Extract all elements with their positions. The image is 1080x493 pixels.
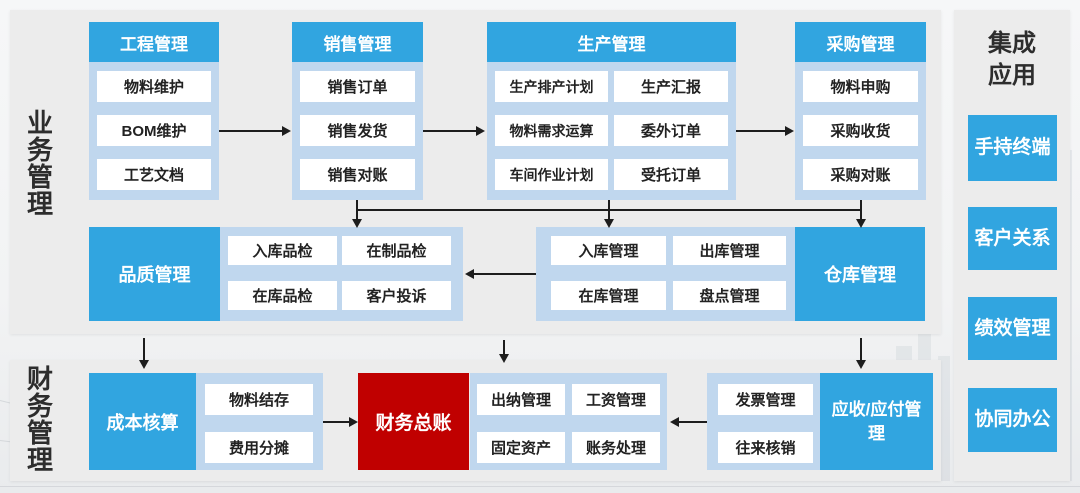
integration-item-performance: 绩效管理	[968, 297, 1057, 360]
integration-item-handheld: 手持终端	[968, 115, 1057, 181]
module-item: 销售对账	[300, 159, 415, 190]
module-item: 销售订单	[300, 71, 415, 102]
module-item: 委外订单	[614, 115, 728, 146]
module-item: 物料需求运算	[495, 115, 608, 146]
module-item: 在库管理	[551, 281, 666, 310]
arrow-sales-to-production	[423, 130, 477, 132]
finance-management-label: 财务管理	[26, 364, 53, 475]
arrowhead	[139, 360, 149, 372]
module-item: 入库品检	[228, 236, 337, 265]
module-item: 在库品检	[228, 281, 337, 310]
background-skyline-shape	[938, 356, 950, 481]
module-item: 受托订单	[614, 159, 728, 190]
arrow-bus-to-quality	[356, 211, 358, 220]
module-item: 物料维护	[97, 71, 211, 102]
module-item: 出库管理	[673, 236, 786, 265]
arrow-cost-to-ledger	[323, 421, 350, 423]
arrowhead	[856, 219, 866, 231]
arrow-receivable-to-cashier	[676, 421, 707, 423]
business-management-label: 业务管理	[26, 108, 53, 219]
arrow-quality-to-cost	[143, 338, 145, 361]
module-item: 盘点管理	[673, 281, 786, 310]
receivable-payable-title: 应收/应付管理	[820, 373, 933, 470]
module-item: 入库管理	[551, 236, 666, 265]
module-item: 发票管理	[718, 384, 813, 415]
bus-stem-sales	[356, 200, 358, 211]
cashier-accounting-group: 出纳管理 工资管理 固定资产 账务处理	[470, 373, 667, 470]
integration-item-crm: 客户关系	[968, 207, 1057, 270]
production-management-header: 生产管理	[487, 22, 736, 62]
module-item: 工艺文档	[97, 159, 211, 190]
integration-item-oa: 协同办公	[968, 388, 1057, 452]
module-item: 采购对账	[803, 159, 918, 190]
module-item: 销售发货	[300, 115, 415, 146]
module-item: 客户投诉	[342, 281, 451, 310]
bus-horizontal-line	[356, 209, 862, 211]
arrowhead	[856, 360, 866, 372]
warehouse-management-title: 仓库管理	[795, 227, 925, 321]
module-item: 物料申购	[803, 71, 918, 102]
procurement-management-header: 采购管理	[795, 22, 926, 62]
arrow-bus-to-warehouse	[608, 211, 610, 220]
quality-management-group: 品质管理 入库品检 在制品检 在库品检 客户投诉	[89, 227, 463, 321]
engineering-management-header: 工程管理	[89, 22, 219, 62]
module-item: 在制品检	[342, 236, 451, 265]
arrowhead	[282, 126, 294, 136]
module-item: 车间作业计划	[495, 159, 608, 190]
bus-stem-production	[608, 200, 610, 211]
arrowhead	[349, 417, 361, 427]
arrowhead	[476, 126, 488, 136]
module-item: 往来核销	[718, 432, 813, 463]
module-item: 生产排产计划	[495, 71, 608, 102]
procurement-management-group: 采购管理 物料申购 采购收货 采购对账	[795, 22, 926, 200]
module-item: 账务处理	[572, 432, 660, 463]
arrow-engineering-to-sales	[219, 130, 283, 132]
arrowhead	[462, 269, 474, 279]
arrow-warehouse-to-quality	[471, 273, 536, 275]
module-item: 物料结存	[205, 384, 313, 415]
arrowhead	[499, 354, 509, 366]
cost-accounting-title: 成本核算	[89, 373, 196, 470]
arrow-middle-to-cashier	[503, 340, 505, 355]
receivable-payable-group: 发票管理 往来核销 应收/应付管理	[707, 373, 933, 470]
module-item: 出纳管理	[477, 384, 565, 415]
bus-stem-procurement	[860, 200, 862, 211]
arrow-production-to-procurement	[736, 130, 786, 132]
engineering-management-group: 工程管理 物料维护 BOM维护 工艺文档	[89, 22, 219, 200]
arrowhead	[667, 417, 679, 427]
sales-management-group: 销售管理 销售订单 销售发货 销售对账	[292, 22, 423, 200]
cost-accounting-group: 成本核算 物料结存 费用分摊	[89, 373, 323, 470]
module-item: 工资管理	[572, 384, 660, 415]
sales-management-header: 销售管理	[292, 22, 423, 62]
arrowhead	[785, 126, 797, 136]
arrow-bus-to-warehouse-title	[860, 211, 862, 220]
module-item: 费用分摊	[205, 432, 313, 463]
arrow-warehouse-to-receivable	[860, 338, 862, 361]
general-ledger-box: 财务总账	[358, 373, 469, 470]
arrowhead	[604, 219, 614, 231]
module-item: 固定资产	[477, 432, 565, 463]
module-item: 生产汇报	[614, 71, 728, 102]
module-item: BOM维护	[97, 115, 211, 146]
module-item: 采购收货	[803, 115, 918, 146]
arrowhead	[352, 219, 362, 231]
quality-management-title: 品质管理	[89, 227, 220, 321]
integration-title: 集成应用	[988, 30, 1036, 89]
warehouse-management-group: 入库管理 出库管理 在库管理 盘点管理 仓库管理	[536, 227, 925, 321]
production-management-group: 生产管理 生产排产计划 物料需求运算 车间作业计划 生产汇报 委外订单 受托订单	[487, 22, 736, 200]
background-ground-line	[0, 486, 1080, 487]
